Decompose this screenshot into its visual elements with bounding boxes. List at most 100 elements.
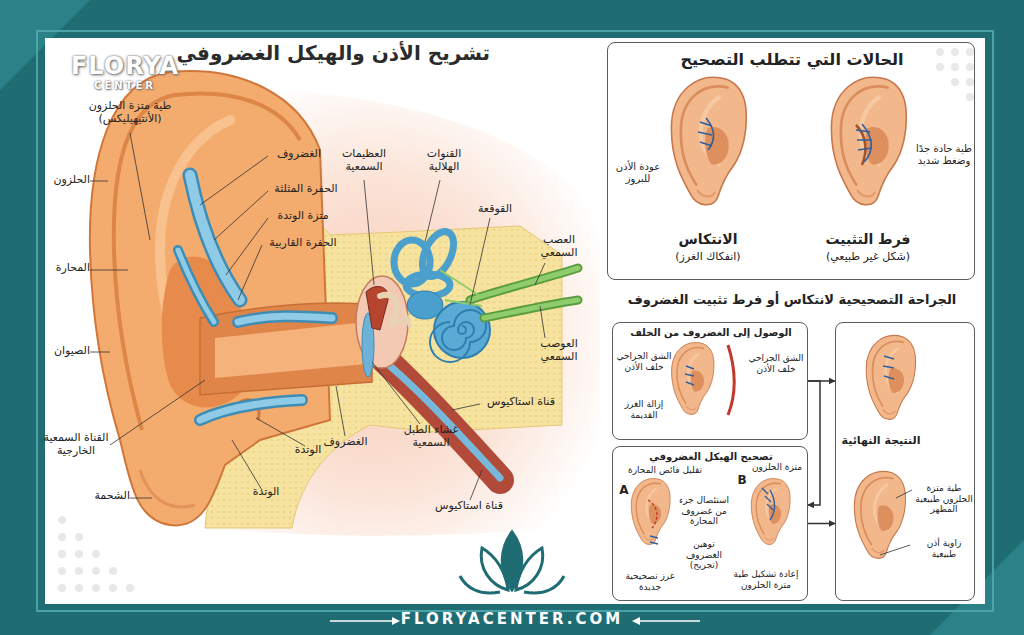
small-ears <box>866 335 915 419</box>
ear-anatomy <box>140 470 195 507</box>
panel-heading: تصحيح الهيكل الغضروفي <box>618 451 804 463</box>
callout-text: الانتكاس <box>648 231 768 248</box>
part-label: الجراحة التصحيحية لانتكاس أو فرط تثبيت ا… <box>608 292 976 307</box>
leader-line <box>214 191 268 240</box>
dot-decoration <box>936 48 944 56</box>
nerve <box>470 268 578 300</box>
part-label: الحفرة القاربية <box>262 237 344 250</box>
small-ears <box>671 77 746 204</box>
part-label: قناة استاكيوس <box>480 396 562 409</box>
part-label: FLORYA <box>60 52 190 80</box>
dot-decoration <box>58 567 66 575</box>
lotus-logo <box>460 576 500 593</box>
part-label: القوقعة <box>470 203 520 216</box>
frame <box>330 620 392 622</box>
part-label: غشاء الطبل السمعية <box>398 424 464 450</box>
lotus-logo <box>460 532 564 593</box>
callout-text: طية متزة الحلزون طبيعية المظهر <box>914 483 974 515</box>
leader-line <box>372 362 420 424</box>
part-label: الوتدة <box>288 444 328 457</box>
leader-line <box>256 418 305 446</box>
small-ears <box>728 345 734 415</box>
cartilage <box>178 250 214 322</box>
dot-decoration <box>75 550 83 558</box>
callout-text: متزة الحلزون <box>748 462 806 473</box>
part-label: الصيوان <box>40 345 90 358</box>
ear-anatomy <box>385 360 500 480</box>
part-label: طية متزة الحلزون (الأنتيهيليكس) <box>80 100 180 126</box>
leader-line <box>90 352 110 353</box>
callout-text: الشق الجراحي خلف الأذن <box>747 353 805 374</box>
small-ears <box>854 471 905 558</box>
panel-box: تصحيح الهيكل الغضروفي A تقليل فائض المحارة… <box>612 446 808 601</box>
cartilage <box>200 400 302 420</box>
part-label: قناة استاكيوس <box>428 500 510 513</box>
ear-anatomy <box>390 366 500 478</box>
dot-decoration <box>58 584 66 592</box>
part-label: العصب السمعي <box>530 234 588 260</box>
callout-text: تقليل فائض المحارة <box>615 465 715 476</box>
callout-text: (انفكاك الغرز) <box>648 251 768 264</box>
nerve <box>470 268 578 300</box>
callout-text: A <box>617 483 631 497</box>
small-ears <box>685 366 694 385</box>
lotus-logo <box>524 576 564 593</box>
leader-line <box>470 470 482 500</box>
callout-text: الشق الجراحي خلف الأذن <box>615 351 673 372</box>
flow-arrow <box>808 523 835 525</box>
callout-text: عودة الأذن للبروز <box>610 161 666 185</box>
leader-line <box>130 133 150 240</box>
panel-box: النتيجة النهائية طية متزة الحلزون طبيعية … <box>835 322 975 601</box>
leader-line <box>470 218 490 305</box>
nerve <box>440 270 482 306</box>
dot-decoration <box>966 93 974 101</box>
cartilage <box>200 400 302 420</box>
cartilage <box>178 250 214 322</box>
callout-text: B <box>735 473 749 487</box>
ear-anatomy <box>90 71 330 525</box>
dot-decoration <box>951 48 959 56</box>
panel-heading: الوصول إلى الغضروف من الخلف <box>618 327 804 339</box>
part-label: الحلزون <box>40 174 90 187</box>
lotus-logo <box>481 548 508 590</box>
callout-text: فرط التثبيت <box>808 231 928 248</box>
frame <box>45 38 985 604</box>
dot-decoration <box>936 63 944 71</box>
dot-decoration <box>92 550 100 558</box>
small-ears <box>880 490 912 555</box>
ear-anatomy <box>90 71 600 536</box>
part-label: العظيمات السمعية <box>335 148 393 174</box>
nerve <box>440 268 578 318</box>
dot-decoration <box>58 533 66 541</box>
leader-line <box>238 245 262 300</box>
nerve <box>484 300 578 318</box>
ossicles <box>392 312 410 326</box>
leader-line <box>90 133 545 500</box>
dot-decoration <box>126 584 134 592</box>
part-label: المحارة <box>40 262 90 275</box>
ossicles <box>366 286 410 330</box>
frame <box>632 617 640 625</box>
dot-decoration <box>966 78 974 86</box>
dot-decoration <box>951 63 959 71</box>
dot-decoration <box>951 78 959 86</box>
small-ears <box>751 479 790 545</box>
callout-text: طية حادة جدًا وضغط شديد <box>914 143 974 167</box>
part-label: FLORYACENTER.COM <box>300 611 724 629</box>
callout-text: توهين الغضروف (تجريح) <box>675 539 733 571</box>
dot-decoration <box>58 550 66 558</box>
callout-text: إزالة الغرز القديمة <box>615 399 673 420</box>
dot-decoration <box>75 567 83 575</box>
leader-line <box>130 498 152 499</box>
panel-heading: النتيجة النهائية <box>841 435 921 448</box>
cartilage <box>238 316 332 322</box>
leader-line <box>90 181 108 182</box>
part-label: الغضروف <box>268 148 330 161</box>
lotus-logo <box>516 548 543 590</box>
callout-text: (شكل غير طبيعي) <box>808 251 928 264</box>
dot-decoration <box>75 533 83 541</box>
dot-decoration <box>109 567 117 575</box>
